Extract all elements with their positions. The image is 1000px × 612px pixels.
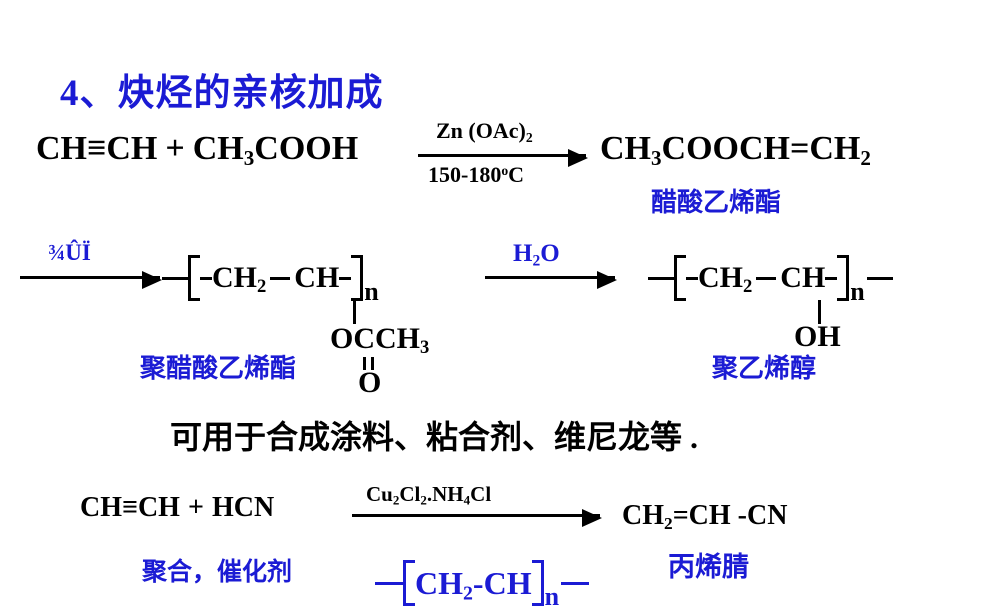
usage-note: 可用于合成涂料、粘合剂、维尼龙等 . [170,419,699,455]
bracket-left-pvoh [674,255,686,301]
pan-ch2-sub: 2 [463,582,473,605]
reaction3-product: CH2=CH -CN [622,500,787,532]
reaction3-reactant1: CH≡CH [80,492,180,523]
h2o-sub: 2 [532,252,541,270]
reaction1-reactant2-sub: 3 [243,145,255,170]
cat-p1: Cu [366,482,393,506]
reaction1-temperature-label: 150-180oC [428,162,524,188]
pvoh-ch2-pre: CH [698,261,743,294]
bond-left-pan [375,581,403,585]
bracket-right-pvoh [837,255,850,301]
bond-inner-right-pvoh [825,276,838,280]
cat-s3: 4 [463,492,471,508]
bond-right-pan [561,581,590,585]
bond-mid-pvoh [756,276,777,280]
reaction1-plus: + [165,130,185,167]
pva-occh3-pre: OCCH [330,322,420,355]
reaction1-product-name: 醋酸乙烯酯 [651,188,782,217]
reaction2b-arrow-head [597,271,617,289]
polyvinyl-alcohol-structure: CH2 CH n [648,255,893,306]
bond-mid-pva [270,276,291,280]
pva-vertical-bond [353,300,356,324]
reaction3-catalyst-label: Cu2Cl2.NH4Cl [366,482,491,507]
pvoh-unit-ch2: CH2 [698,261,753,298]
reaction1-product-sub1: 3 [651,145,662,170]
bond-right-pvoh [866,276,893,280]
bond-inner-left-pva [200,276,212,280]
reaction1-arrow [418,149,588,167]
polyvinyl-acetate-structure: CH2 CH n [162,255,379,306]
bracket-right-pva [351,255,364,301]
reaction3-product-post: =CH -CN [672,500,788,531]
pvoh-unit-ch: CH [780,261,826,294]
reaction1-reactant1: CH≡CH [36,130,158,167]
reaction3-product-pre: CH [622,500,664,531]
reaction2-arrow [20,271,162,289]
pva-ch2-sub: 2 [257,276,267,298]
reaction3-reactants: CH≡CH+HCN [80,492,274,524]
reaction1-reactant2-post: COOH [254,130,359,167]
pan-ch2-pre: CH [415,564,463,601]
reaction1-product-sub2: 2 [860,145,871,170]
reaction1-product: CH3COOCH=CH2 [600,130,871,168]
cat-s1: 2 [392,492,400,508]
h2o-pre: H [513,240,533,267]
polyacrylonitrile-structure: CH2 -CH n [375,560,590,611]
reaction1-catalyst-label: Zn (OAc)2 [436,118,533,144]
cat-s2: 2 [420,492,427,508]
reaction1-reactant2-pre: CH [192,130,244,167]
pvoh-side-group-oh: OH [794,320,841,353]
cat-p4: Cl [470,482,492,506]
reaction2-arrow-head [142,271,162,289]
pva-repeat-n: n [364,277,379,306]
bond-inner-left-pvoh [686,276,698,280]
reaction1-product-mid: COOCH=CH [661,130,861,167]
reaction3-reactant2: HCN [211,492,275,523]
polyvinyl-acetate-name: 聚醋酸乙烯酯 [140,354,297,383]
pan-unit-ch2: CH2 [415,564,473,605]
pva-side-group-occh3: OCCH3 [330,322,430,359]
reaction1-temp-pre: 150-180 [428,162,502,187]
reaction2b-condition-label: H2O [513,240,560,270]
bracket-left-pan [403,560,415,606]
pvoh-vertical-bond [818,300,821,324]
reaction2b-arrow [485,271,617,289]
pva-carbonyl-double-bond-line1 [363,357,366,370]
pva-carbonyl-oxygen: O [358,366,382,399]
cat-p2: Cl [399,482,421,506]
reaction1-product-pre: CH [600,130,651,167]
pva-occh3-sub: 3 [420,337,430,359]
page-title: 4、炔烃的亲核加成 [60,73,384,114]
reaction1-temp-sup: o [501,162,509,178]
reaction1-temp-post: C [508,162,525,187]
pan-unit-ch: -CH [472,564,532,601]
bond-inner-right-pva [339,276,352,280]
reaction3-plus: + [187,492,204,523]
pvoh-repeat-n: n [850,277,865,306]
pva-carbonyl-double-bond-line2 [371,357,374,370]
cat-p3: .NH [426,482,464,506]
pva-unit-ch: CH [294,261,340,294]
reaction3-product-sub: 2 [664,513,673,533]
reaction1-reactants: CH≡CH+CH3COOH [36,130,358,168]
reaction1-arrow-head [568,149,588,167]
pva-unit-ch2: CH2 [212,261,267,298]
bond-left-pva [162,276,188,280]
pva-ch2-pre: CH [212,261,257,294]
bracket-left-pva [188,255,200,301]
h2o-post: O [540,240,560,267]
reaction1-catalyst-sub: 2 [525,129,533,145]
pan-repeat-n: n [544,582,560,611]
bracket-right-pan [531,560,544,606]
reaction4-condition-label: 聚合，催化剂 [142,559,293,586]
reaction1-catalyst-pre: Zn (OAc) [436,118,526,143]
reaction2-condition-label: ¾ÛÏ [48,240,91,265]
reaction3-arrow [352,509,602,527]
reaction3-product-name: 丙烯腈 [668,552,749,582]
reaction3-arrow-head [582,509,602,527]
bond-left-pvoh [648,276,674,280]
polyvinyl-alcohol-name: 聚乙烯醇 [712,354,817,383]
pvoh-ch2-sub: 2 [743,276,753,298]
